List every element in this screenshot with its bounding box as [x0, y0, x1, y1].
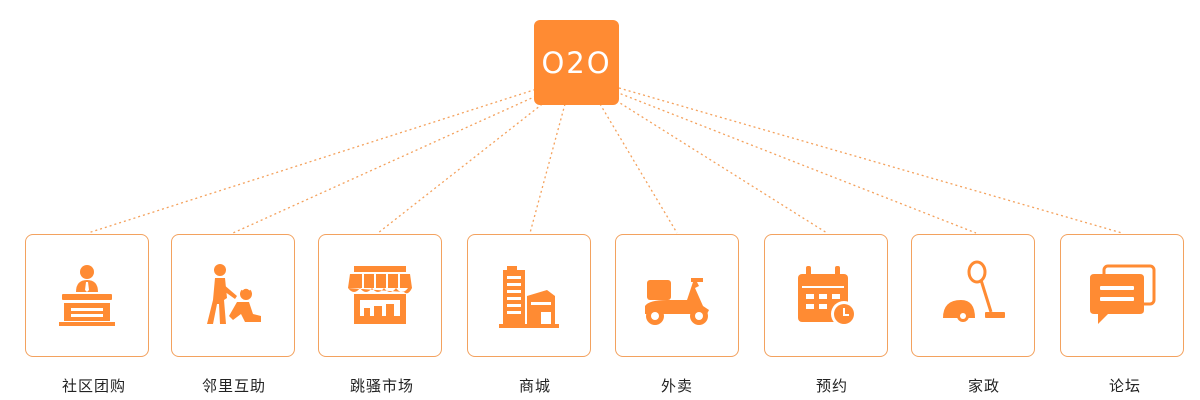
card-neighbor-help[interactable] — [171, 234, 295, 357]
label-mall: 商城 — [518, 377, 551, 395]
connector-line — [618, 87, 1123, 234]
hub-label: O2O — [541, 45, 612, 80]
label-flea-market: 跳骚市场 — [349, 377, 414, 395]
connector-line — [611, 97, 828, 234]
label-takeout: 外卖 — [660, 377, 693, 395]
label-housekeeping: 家政 — [967, 377, 1000, 395]
calendar-clock-icon — [798, 265, 857, 327]
vacuum-cleaner-icon — [943, 260, 1005, 322]
card-community-group-buy[interactable] — [25, 234, 149, 357]
connector-line — [87, 87, 541, 234]
reception-desk-icon — [59, 264, 115, 326]
connector-line — [529, 103, 566, 234]
card-flea-market[interactable] — [318, 234, 442, 357]
connector-line — [232, 91, 546, 234]
connector-line — [615, 91, 977, 234]
card-housekeeping[interactable] — [911, 234, 1035, 357]
chat-bubbles-icon — [1090, 264, 1156, 324]
scooter-icon — [645, 277, 709, 325]
o2o-hub: O2O — [534, 20, 619, 105]
label-community-group-buy: 社区团购 — [61, 377, 126, 395]
card-booking[interactable] — [764, 234, 888, 357]
mall-building-icon — [499, 265, 559, 328]
card-mall[interactable] — [467, 234, 591, 357]
helping-hand-icon — [207, 263, 261, 324]
card-takeout[interactable] — [615, 234, 739, 357]
label-forum: 论坛 — [1108, 377, 1141, 395]
label-neighbor-help: 邻里互助 — [201, 377, 266, 395]
connector-line — [599, 103, 678, 234]
market-stall-icon — [348, 265, 412, 324]
label-booking: 预约 — [815, 377, 848, 395]
connector-line — [377, 97, 551, 234]
card-forum[interactable] — [1060, 234, 1184, 357]
